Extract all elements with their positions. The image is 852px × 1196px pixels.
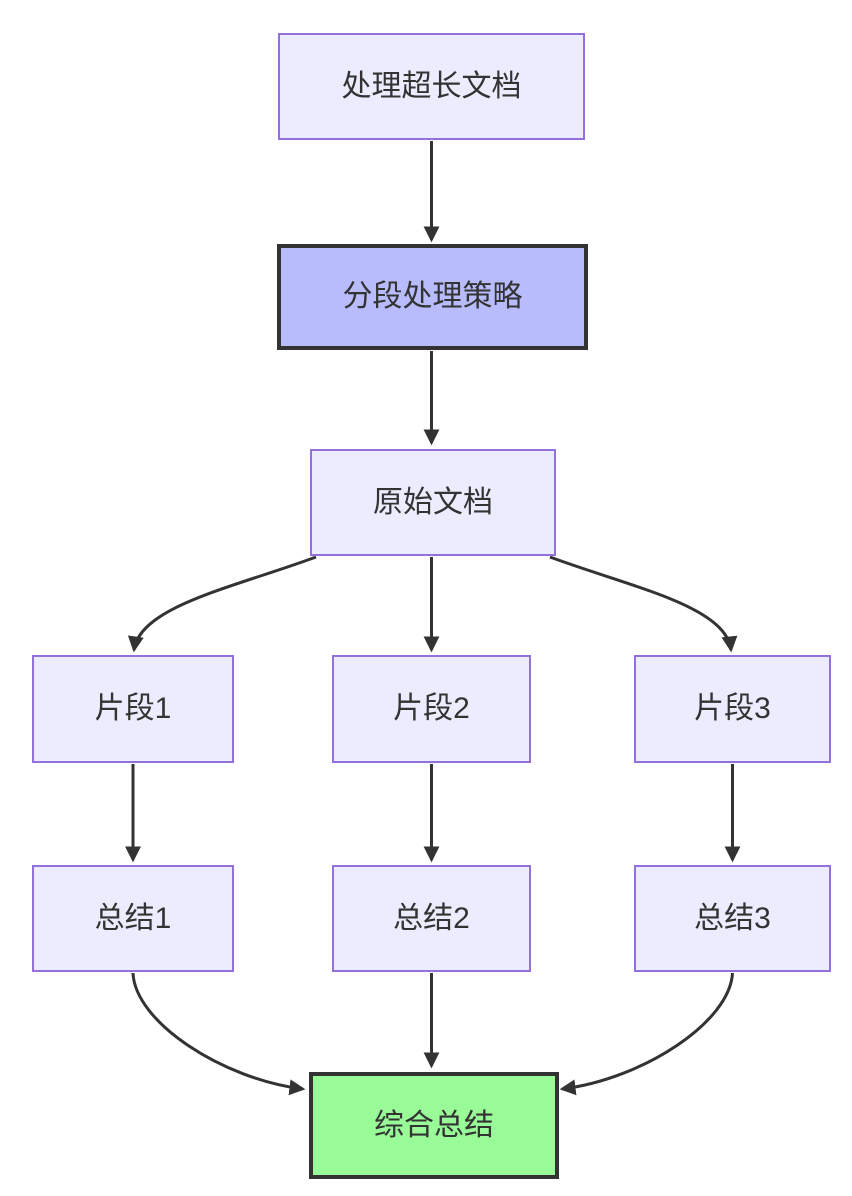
node-label: 总结1 [94,901,172,935]
node-label: 总结3 [694,901,771,935]
node-summary-1: 总结1 [32,865,234,972]
node-label: 原始文档 [373,485,493,519]
node-label: 片段1 [94,692,172,725]
node-summary-2: 总结2 [332,865,531,972]
node-fragment-2: 片段2 [332,655,531,763]
node-label: 片段2 [393,692,470,725]
edge-c-f [549,555,738,653]
node-summary-3: 总结3 [634,865,831,972]
node-original-document: 原始文档 [310,449,556,556]
node-combined-summary: 综合总结 [309,1072,559,1179]
node-label: 综合总结 [374,1108,494,1142]
node-label: 总结2 [393,901,470,935]
edge-i-j [559,972,734,1096]
node-handle-long-document: 处理超长文档 [278,33,585,140]
node-label: 分段处理策略 [342,280,523,313]
node-label: 片段3 [694,692,771,725]
edge-g-j [131,972,306,1096]
edge-c-d [127,555,317,653]
node-fragment-3: 片段3 [634,655,831,763]
node-label: 处理超长文档 [341,69,522,103]
node-segmentation-strategy: 分段处理策略 [277,244,588,350]
node-fragment-1: 片段1 [32,655,234,763]
